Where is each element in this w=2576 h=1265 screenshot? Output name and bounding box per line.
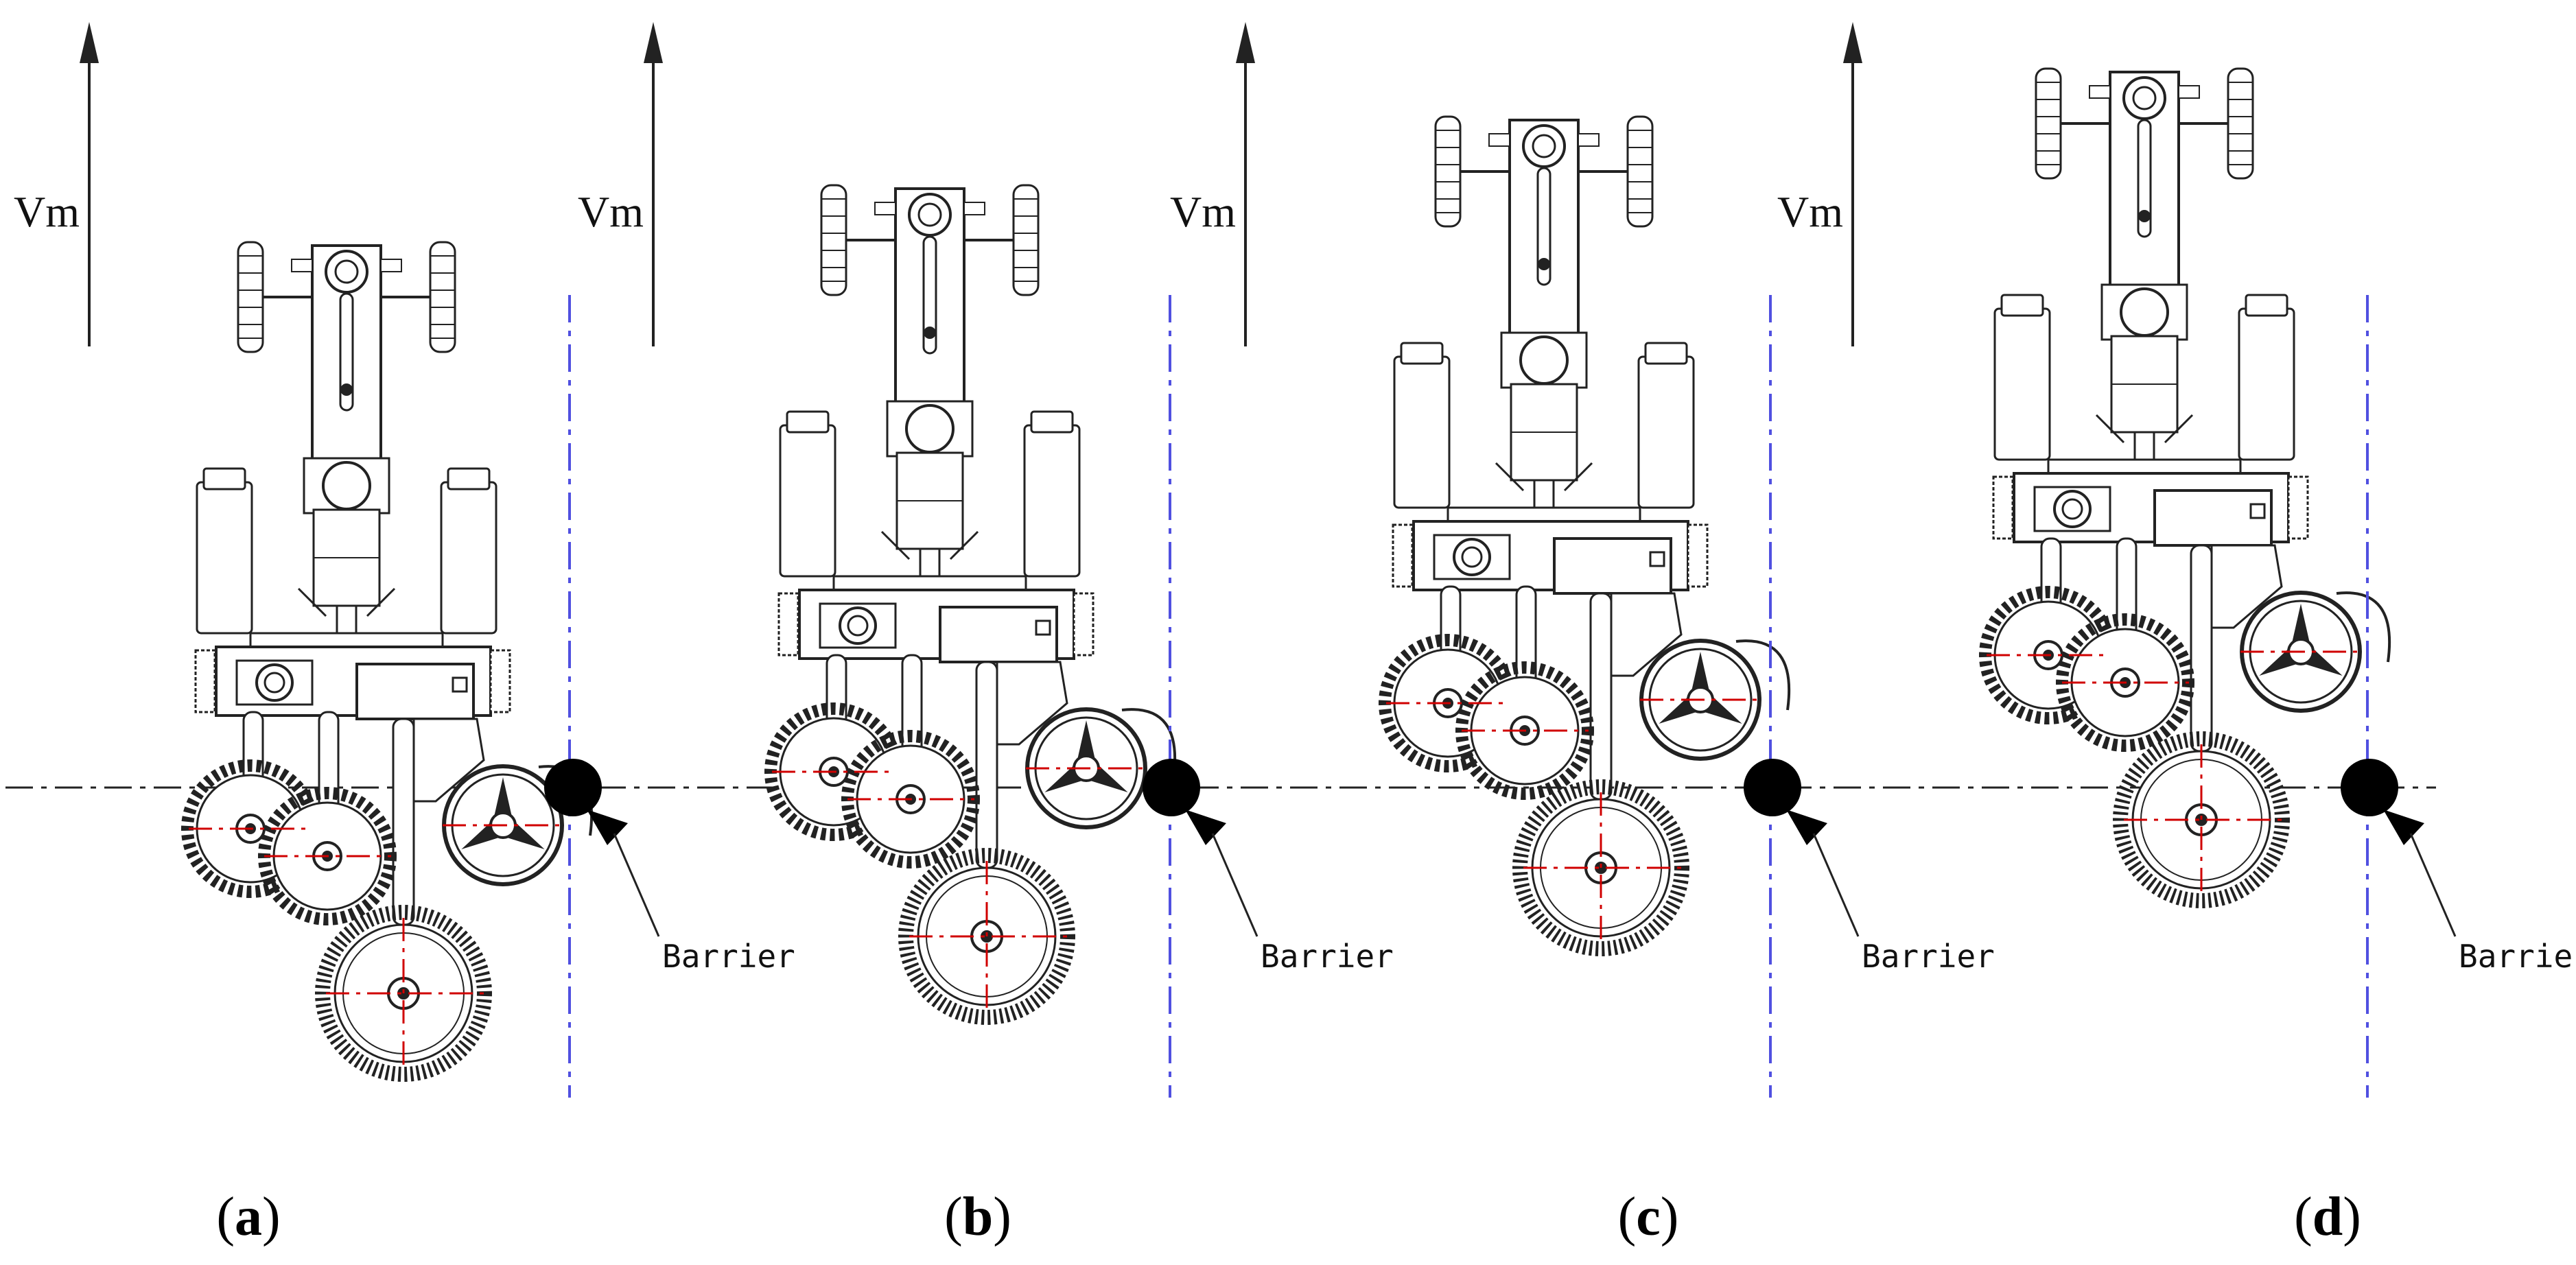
barrier-marker [2341, 759, 2398, 816]
panel-caption: (c) [1618, 1187, 1679, 1247]
machine-drawing [771, 185, 1175, 1017]
barrier-label: Barrier [662, 938, 795, 975]
barrier-pointer-icon [587, 809, 628, 845]
barrier-label: Barrier [2459, 938, 2576, 975]
velocity-label: Vm [1777, 187, 1843, 236]
machine-drawing [1985, 69, 2389, 901]
machine-drawing [187, 242, 592, 1074]
panel-caption: (b) [944, 1187, 1011, 1247]
barrier-pointer-icon [1786, 809, 1827, 845]
barrier-leader-line [1211, 833, 1258, 937]
panel-caption: (d) [2294, 1187, 2361, 1247]
panel-b: Vm Barrier (b) [578, 22, 1394, 1247]
velocity-label: Vm [1170, 187, 1236, 236]
velocity-label: Vm [14, 187, 80, 236]
velocity-arrowhead-icon [1843, 22, 1862, 63]
barrier-leader-line [1812, 833, 1860, 937]
barrier-pointer-icon [1185, 809, 1226, 845]
panel-letter: c [1636, 1187, 1661, 1247]
velocity-arrowhead-icon [644, 22, 663, 63]
panel-c: Vm Barrier (c) [1170, 22, 1995, 1247]
barrier-leader-line [2409, 833, 2457, 937]
barrier-marker [1744, 759, 1801, 816]
barrier-pointer-icon [2383, 809, 2424, 845]
panel-letter: a [235, 1187, 262, 1247]
barrier-label: Barrier [1862, 938, 1995, 975]
velocity-arrowhead-icon [1236, 22, 1255, 63]
barrier-label: Barrier [1261, 938, 1394, 975]
machine-drawing [1385, 117, 1789, 949]
velocity-label: Vm [578, 187, 644, 236]
panel-letter: d [2312, 1187, 2343, 1247]
barrier-leader-line [613, 833, 660, 937]
velocity-arrowhead-icon [80, 22, 99, 63]
panel-d: Vm Barrier (d) [1777, 22, 2576, 1247]
barrier-marker [1143, 759, 1200, 816]
panel-a: Vm Barrier (a) [14, 22, 795, 1247]
panel-caption: (a) [216, 1187, 280, 1247]
barrier-marker [544, 759, 602, 816]
panel-letter: b [963, 1187, 994, 1247]
